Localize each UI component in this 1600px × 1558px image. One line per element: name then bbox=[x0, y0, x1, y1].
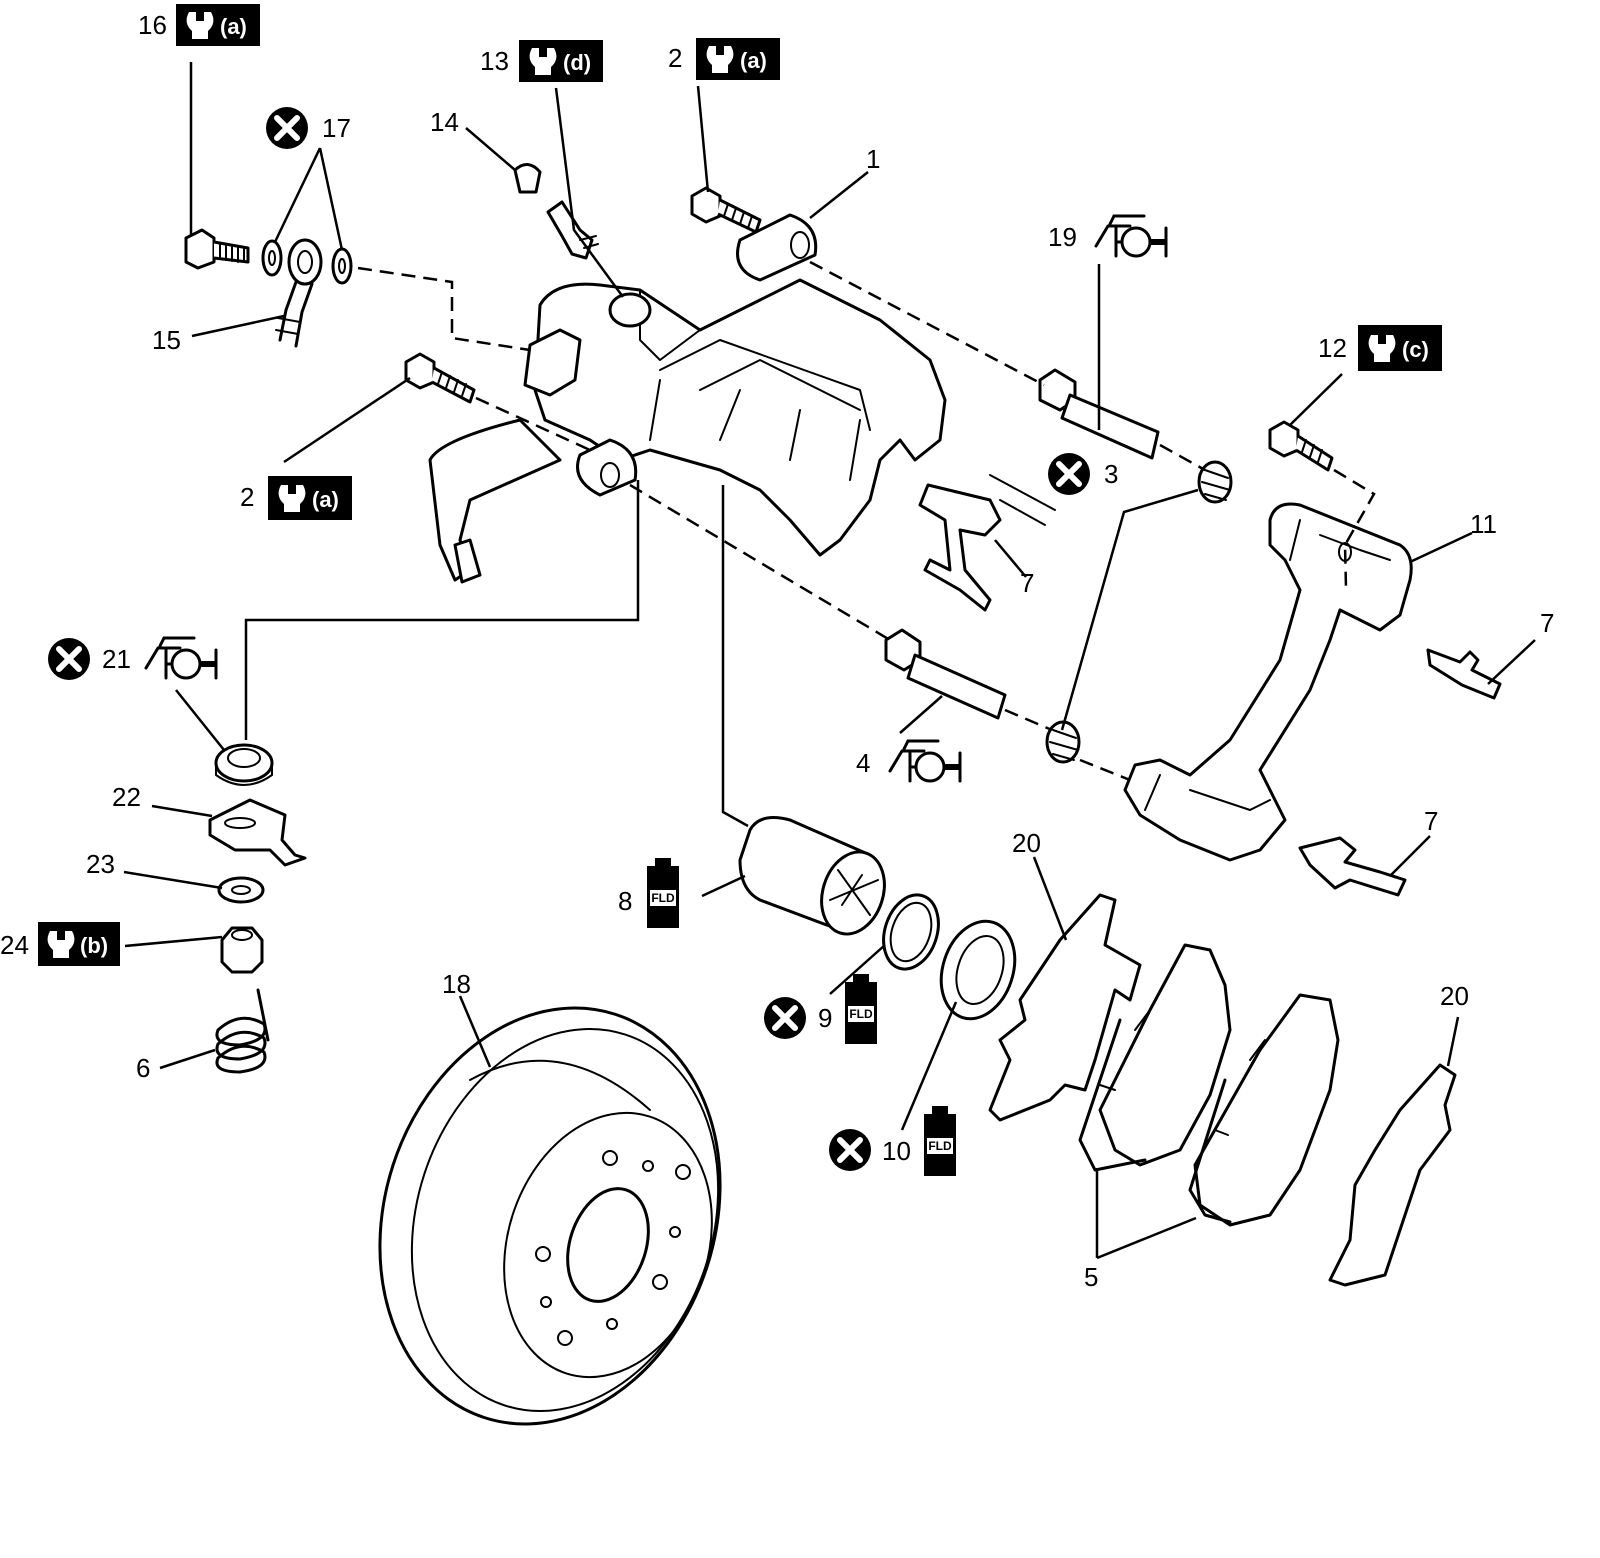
sealing-ring bbox=[214, 743, 274, 786]
leader-lines bbox=[123, 62, 1536, 1260]
brake-fluid-bottle-icon: FLD bbox=[845, 974, 877, 1044]
lever-nut bbox=[220, 926, 264, 974]
lever-washer bbox=[217, 876, 265, 904]
callout-4: 4 bbox=[856, 739, 962, 783]
guide-pin-upper bbox=[1038, 368, 1160, 460]
piston-boot bbox=[939, 919, 1017, 1021]
x-replace-icon bbox=[829, 1129, 871, 1171]
anti-rattle-clip-right bbox=[1426, 648, 1502, 700]
brake-pad-outer bbox=[1188, 993, 1340, 1227]
grease-gun-icon bbox=[144, 636, 218, 680]
callout-3: 3 bbox=[1048, 453, 1118, 495]
anti-rattle-clip-upper bbox=[918, 474, 1056, 612]
svg-text:2: 2 bbox=[240, 482, 254, 512]
callout-11: 11 bbox=[1470, 509, 1497, 539]
callout-8: 8 FLD bbox=[618, 858, 679, 928]
callout-2-lower: 2 (a) bbox=[240, 476, 352, 520]
brake-hose bbox=[275, 238, 323, 348]
x-replace-icon bbox=[266, 107, 308, 149]
brake-fluid-bottle-icon: FLD bbox=[924, 1106, 956, 1176]
callout-23: 23 bbox=[86, 849, 115, 879]
assembly-lines bbox=[244, 260, 1376, 828]
pad-shim-outer bbox=[1328, 1063, 1457, 1287]
guide-pin-boot-upper bbox=[1197, 460, 1233, 504]
x-replace-icon bbox=[1048, 453, 1090, 495]
callout-16: 16 (a) bbox=[138, 4, 260, 46]
caliper-bolt-lower bbox=[404, 352, 476, 404]
svg-text:(a): (a) bbox=[740, 48, 767, 73]
callout-2-top: 2 (a) bbox=[668, 38, 780, 80]
caliper-carrier-bracket bbox=[1123, 502, 1413, 862]
bleeder-cap bbox=[513, 163, 542, 194]
caliper-piston bbox=[738, 816, 886, 936]
callout-6: 6 bbox=[136, 1053, 150, 1083]
callout-7-upper: 7 bbox=[1020, 568, 1034, 598]
callout-20-inner: 20 bbox=[1012, 828, 1041, 858]
callout-16-torque-badge: (a) bbox=[176, 4, 260, 46]
caliper-bolt-upper bbox=[690, 186, 762, 234]
anti-rattle-clip-lower bbox=[1298, 836, 1407, 897]
svg-text:24: 24 bbox=[0, 930, 29, 960]
brake-fluid-bottle-icon: FLD bbox=[647, 858, 679, 928]
callout-9: 9 FLD bbox=[764, 974, 877, 1044]
piston-seal bbox=[882, 893, 940, 971]
svg-text:FLD: FLD bbox=[849, 1007, 873, 1021]
svg-text:21: 21 bbox=[102, 644, 131, 674]
svg-text:FLD: FLD bbox=[928, 1139, 952, 1153]
svg-text:2: 2 bbox=[668, 43, 682, 73]
pad-shim-inner bbox=[988, 893, 1142, 1122]
callout-10: 10 FLD bbox=[829, 1106, 956, 1176]
svg-text:19: 19 bbox=[1048, 222, 1077, 252]
svg-text:(c): (c) bbox=[1402, 337, 1429, 362]
svg-text:12: 12 bbox=[1318, 333, 1347, 363]
banjo-bolt bbox=[184, 228, 250, 270]
brake-disc-rotor bbox=[378, 1006, 722, 1426]
grease-gun-icon bbox=[888, 739, 962, 783]
callout-7-right: 7 bbox=[1540, 608, 1554, 638]
caliper-body bbox=[428, 213, 947, 584]
svg-text:(d): (d) bbox=[563, 50, 591, 75]
callout-20-outer: 20 bbox=[1440, 981, 1469, 1011]
svg-text:13: 13 bbox=[480, 46, 509, 76]
svg-text:17: 17 bbox=[322, 113, 351, 143]
callout-17: 17 bbox=[266, 107, 351, 149]
svg-text:(b): (b) bbox=[80, 933, 108, 958]
guide-pin-lower bbox=[884, 628, 1007, 720]
callout-24: 24 (b) bbox=[0, 922, 120, 966]
parking-lever bbox=[208, 798, 307, 867]
callout-5: 5 bbox=[1084, 1262, 1098, 1292]
callout-7-lower: 7 bbox=[1424, 806, 1438, 836]
svg-text:9: 9 bbox=[818, 1003, 832, 1033]
bracket-bolt bbox=[1268, 420, 1334, 472]
callout-19: 19 bbox=[1048, 214, 1168, 258]
svg-text:10: 10 bbox=[882, 1136, 911, 1166]
grease-gun-icon bbox=[1094, 214, 1168, 258]
callout-15: 15 bbox=[152, 325, 181, 355]
x-replace-icon bbox=[48, 638, 90, 680]
svg-text:3: 3 bbox=[1104, 459, 1118, 489]
callout-14: 14 bbox=[430, 107, 459, 137]
svg-text:8: 8 bbox=[618, 886, 632, 916]
callout-16-number: 16 bbox=[138, 10, 167, 40]
x-replace-icon bbox=[764, 997, 806, 1039]
callout-1: 1 bbox=[866, 144, 880, 174]
sealing-washers bbox=[261, 239, 353, 285]
brake-pad-inner bbox=[1078, 943, 1232, 1172]
callout-12: 12 (c) bbox=[1318, 325, 1442, 371]
callout-21: 21 bbox=[48, 636, 218, 680]
svg-text:(a): (a) bbox=[312, 487, 339, 512]
svg-text:4: 4 bbox=[856, 748, 870, 778]
callout-22: 22 bbox=[112, 782, 141, 812]
return-spring bbox=[215, 988, 270, 1074]
callout-18: 18 bbox=[442, 969, 471, 999]
callout-13: 13 (d) bbox=[480, 40, 603, 82]
svg-text:(a): (a) bbox=[220, 14, 247, 39]
svg-text:FLD: FLD bbox=[651, 891, 675, 905]
